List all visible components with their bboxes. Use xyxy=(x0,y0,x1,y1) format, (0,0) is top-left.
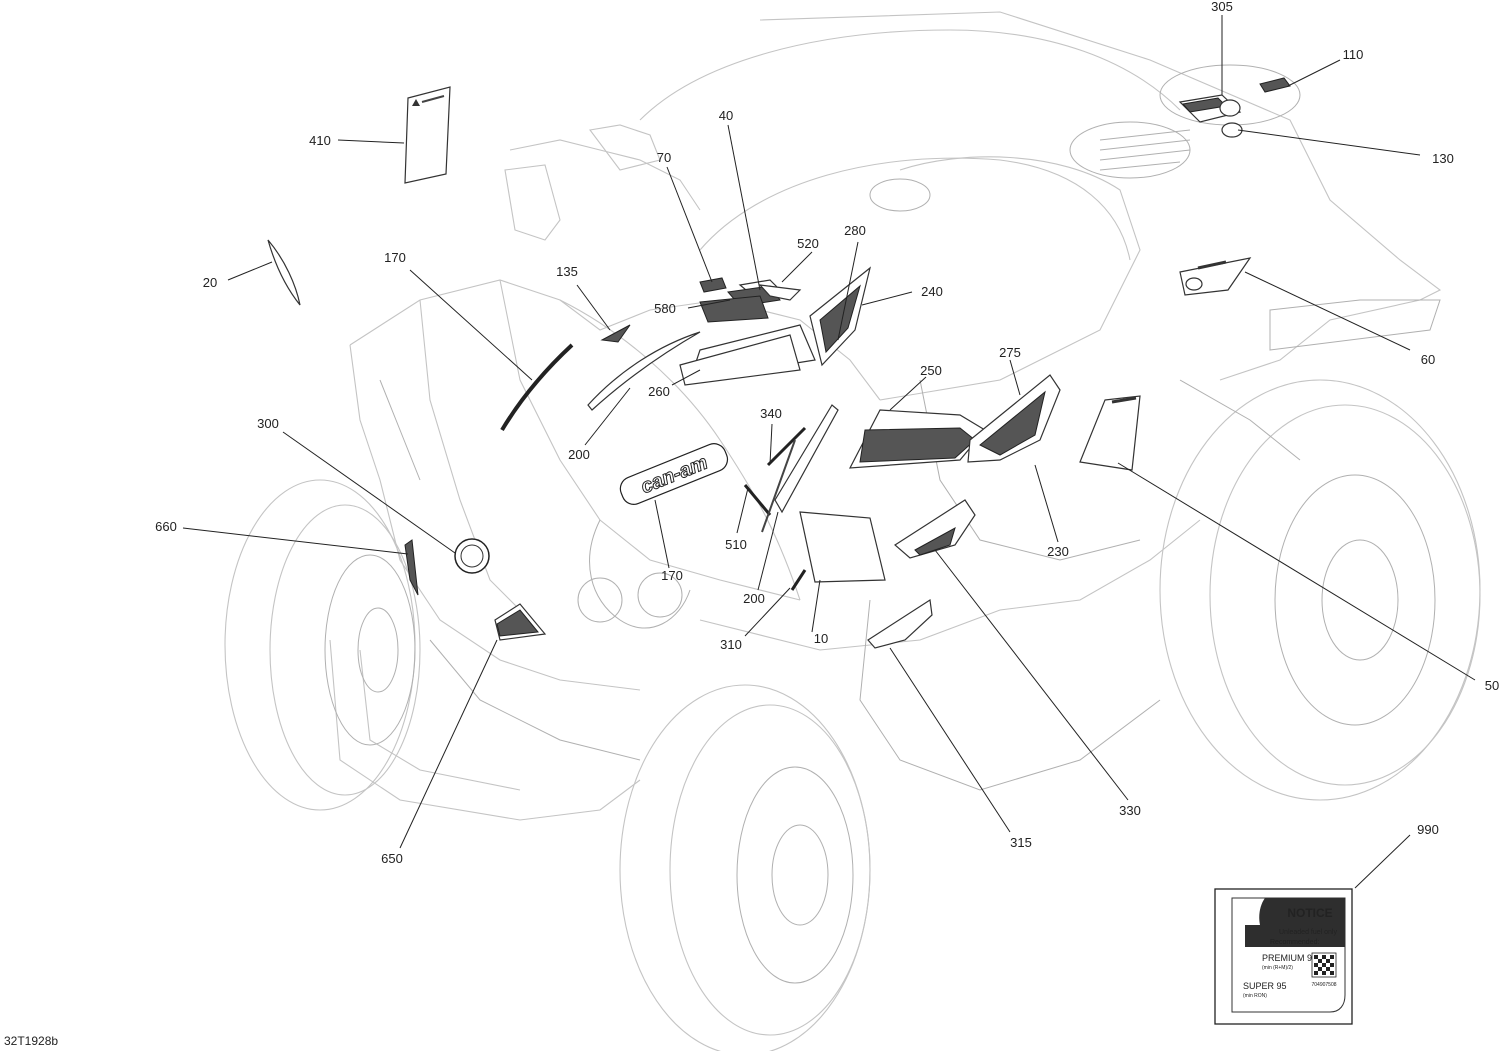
callout-135: 135 xyxy=(556,264,578,279)
callout-40: 40 xyxy=(719,108,733,123)
callout-410: 410 xyxy=(309,133,331,148)
decal-135 xyxy=(600,324,631,343)
callout-520: 520 xyxy=(797,236,819,251)
decal-520 xyxy=(758,284,802,301)
callout-70: 70 xyxy=(657,150,671,165)
decal-can-am: can-am xyxy=(619,443,729,505)
decal-660 xyxy=(404,539,419,596)
notice-label-990: NOTICE Unleaded fuel only Recommended: P… xyxy=(1214,888,1353,1025)
leader-lines xyxy=(182,15,1476,889)
callout-250: 250 xyxy=(920,363,942,378)
figure-reference: 32T1928b xyxy=(4,1034,59,1048)
callout-60: 60 xyxy=(1421,352,1435,367)
decal-310 xyxy=(790,569,807,591)
callout-130: 130 xyxy=(1432,151,1454,166)
decal-110 xyxy=(1259,77,1291,93)
callout-200a: 200 xyxy=(568,447,590,462)
atv-outline xyxy=(224,11,1481,1051)
callout-300: 300 xyxy=(257,416,279,431)
callout-660: 660 xyxy=(155,519,177,534)
callout-650: 650 xyxy=(381,851,403,866)
callout-260: 260 xyxy=(648,384,670,399)
decal-340 xyxy=(766,426,807,467)
callout-230: 230 xyxy=(1047,544,1069,559)
callout-315: 315 xyxy=(1010,835,1032,850)
decal-410 xyxy=(404,86,451,184)
callout-275: 275 xyxy=(999,345,1021,360)
callout-20: 20 xyxy=(203,275,217,290)
notice-grade1-sub: (min (R+M)/2) xyxy=(1262,965,1293,971)
decal-200a xyxy=(587,331,701,411)
decal-300 xyxy=(454,538,490,574)
warning-icon xyxy=(412,99,420,106)
callout-310: 310 xyxy=(720,637,742,652)
callout-340: 340 xyxy=(760,406,782,421)
notice-grade2: SUPER 95 xyxy=(1243,981,1287,991)
callout-330: 330 xyxy=(1119,803,1141,818)
callout-170b: 170 xyxy=(661,568,683,583)
callout-170a: 170 xyxy=(384,250,406,265)
callout-240: 240 xyxy=(921,284,943,299)
callout-305: 305 xyxy=(1211,0,1233,14)
decal-315 xyxy=(867,598,933,649)
callout-510: 510 xyxy=(725,537,747,552)
decal-10 xyxy=(799,511,886,583)
notice-line2: Recommended: xyxy=(1270,939,1319,946)
callout-labels: 305 110 130 410 40 70 520 280 20 170 135… xyxy=(155,0,1499,866)
callout-990: 990 xyxy=(1417,822,1439,837)
notice-grade1: PREMIUM 91 xyxy=(1262,953,1317,963)
callout-200b: 200 xyxy=(743,591,765,606)
notice-title: NOTICE xyxy=(1287,906,1332,920)
decal-170a xyxy=(500,343,574,432)
decal-130 xyxy=(1221,122,1243,138)
notice-grade2-sub: (min RON) xyxy=(1243,993,1267,999)
notice-part-number: 704907508 xyxy=(1311,982,1336,988)
decal-580 xyxy=(699,295,769,323)
decal-70 xyxy=(699,277,727,293)
callout-10: 10 xyxy=(814,631,828,646)
qr-code xyxy=(1311,952,1337,978)
notice-line1: Unleaded fuel only xyxy=(1279,929,1337,936)
callout-580: 580 xyxy=(654,301,676,316)
decal-260 xyxy=(679,334,801,386)
decal-20 xyxy=(267,239,301,306)
callout-50: 50 xyxy=(1485,678,1499,693)
decals: can-am xyxy=(267,77,1291,649)
decal-330 xyxy=(894,499,976,559)
callout-280: 280 xyxy=(844,223,866,238)
decal-50 xyxy=(1079,395,1141,471)
decal-510 xyxy=(743,484,772,516)
decal-200b xyxy=(761,439,796,533)
callout-110: 110 xyxy=(1343,47,1364,62)
